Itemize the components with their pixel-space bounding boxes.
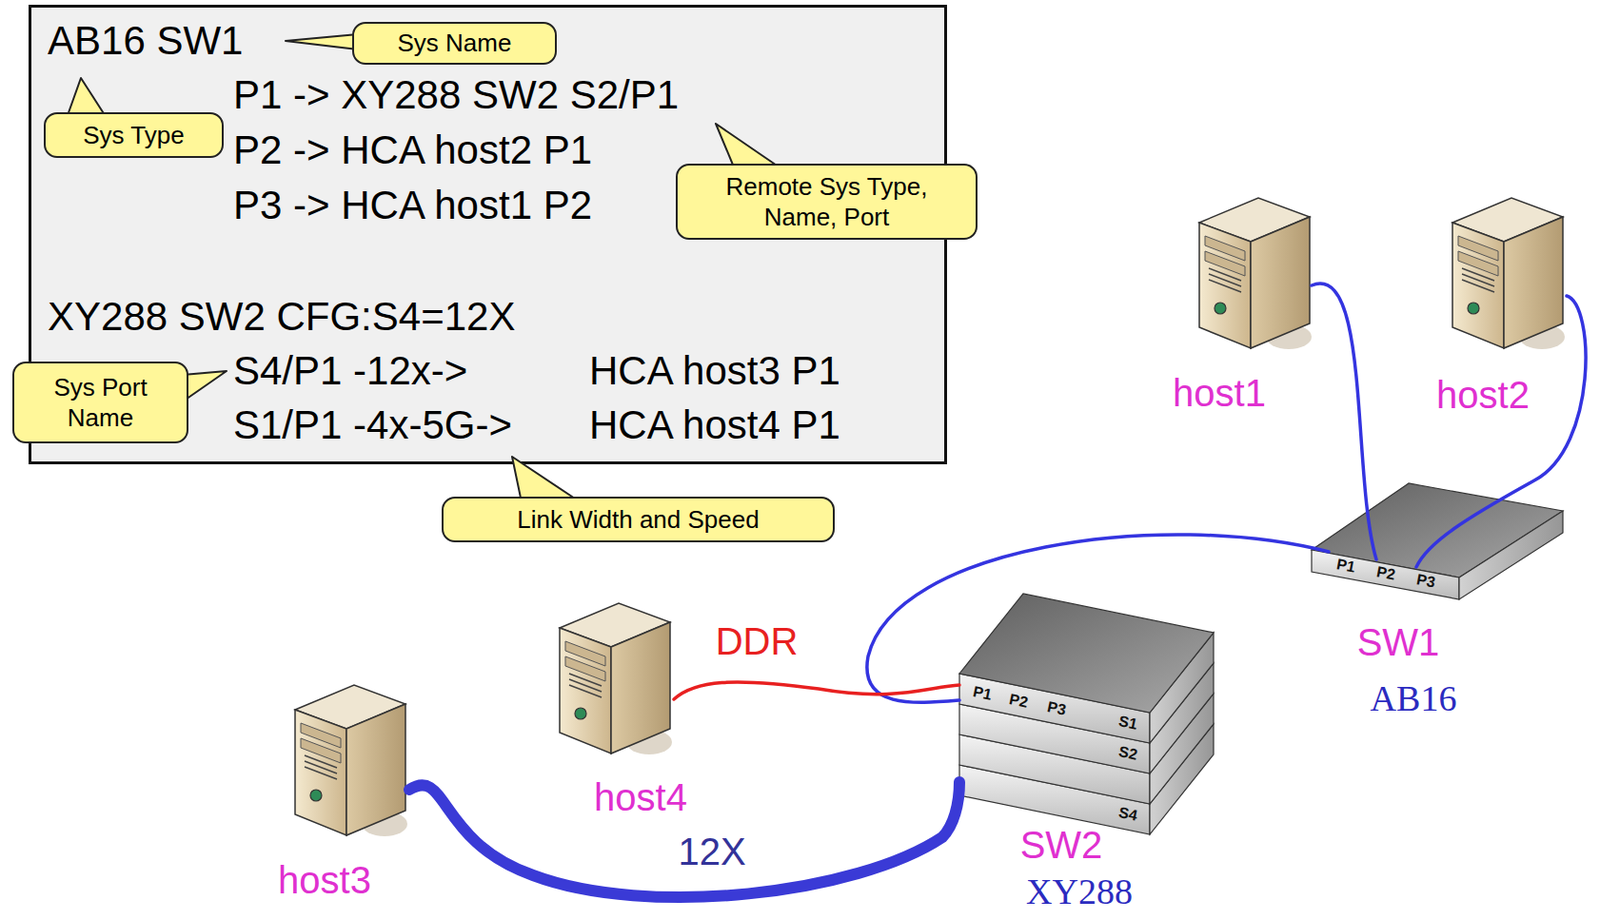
callout-text: Link Width and Speed	[516, 504, 759, 536]
port-label: P2	[1007, 691, 1030, 712]
callout-text: Sys Name	[397, 27, 513, 60]
cable-label: DDR	[715, 620, 799, 664]
server-icons	[295, 197, 1565, 837]
callout-pointer	[182, 371, 227, 402]
callout-pointer	[715, 123, 783, 170]
callout-pointer	[285, 34, 358, 50]
host: host3	[268, 681, 410, 903]
callout-text: Sys Port Name	[39, 372, 163, 435]
callout: Sys Port Name	[12, 361, 189, 444]
server-icon	[1452, 197, 1565, 350]
host-label: host2	[1436, 373, 1530, 417]
host: host4	[555, 599, 695, 819]
config-line: AB16 SW1	[47, 18, 243, 64]
slot-label: S4	[1117, 804, 1140, 826]
switch-front	[1311, 550, 1460, 600]
callout: Sys Name	[352, 21, 557, 65]
config-line: S1/P1 -4x-5G->	[233, 402, 513, 449]
callout-pointer	[512, 456, 581, 503]
cable	[867, 534, 1329, 703]
port-label: P3	[1046, 698, 1068, 720]
server-icon	[1199, 197, 1312, 350]
config-line: XY288 SW2 CFG:S4=12X	[47, 294, 515, 340]
host: host1	[1163, 194, 1314, 415]
callout-text: Remote Sys Type, Name, Port	[708, 171, 947, 234]
config-line: S4/P1 -12x->	[233, 348, 468, 395]
port-label: P2	[1375, 563, 1398, 585]
switch: P1 P2 P3S1S2S4SW2XY288	[951, 590, 1219, 919]
port-label: P1	[1335, 555, 1358, 577]
cable	[1416, 296, 1586, 568]
port-label: P1	[971, 683, 994, 705]
slot-label: S2	[1117, 743, 1140, 765]
switch-name: SW2	[1020, 823, 1104, 868]
slot-label: S1	[1117, 712, 1140, 734]
cable	[673, 682, 960, 700]
cable	[1311, 283, 1377, 560]
callout-text: Sys Type	[82, 119, 184, 152]
config-line: P1 -> XY288 SW2 S2/P1	[233, 72, 679, 119]
switch: P1 P2 P3SW1AB16	[1303, 480, 1566, 724]
callout: Link Width and Speed	[441, 496, 835, 543]
switch-model: XY288	[1026, 871, 1133, 914]
host-label: host4	[593, 775, 688, 820]
callout: Sys Type	[43, 112, 224, 159]
cable-label: 12X	[677, 830, 746, 874]
config-line: HCA host3 P1	[589, 348, 841, 395]
switch-name: SW1	[1357, 620, 1441, 665]
callout: Remote Sys Type, Name, Port	[675, 163, 978, 240]
config-line: P3 -> HCA host1 P2	[233, 182, 593, 229]
switch-side	[1459, 511, 1563, 600]
switch-model: AB16	[1370, 678, 1458, 721]
switch-top	[959, 593, 1214, 713]
config-line: P2 -> HCA host2 P1	[233, 127, 593, 174]
server-icon	[559, 603, 672, 755]
port-label: P3	[1415, 571, 1438, 593]
server-icon	[295, 685, 408, 837]
switch-sw2-drawing	[959, 593, 1214, 835]
config-line: HCA host4 P1	[589, 402, 841, 449]
host: host2	[1427, 194, 1567, 417]
switch-top	[1311, 483, 1563, 578]
host-label: host1	[1172, 371, 1266, 415]
host-label: host3	[277, 858, 372, 903]
